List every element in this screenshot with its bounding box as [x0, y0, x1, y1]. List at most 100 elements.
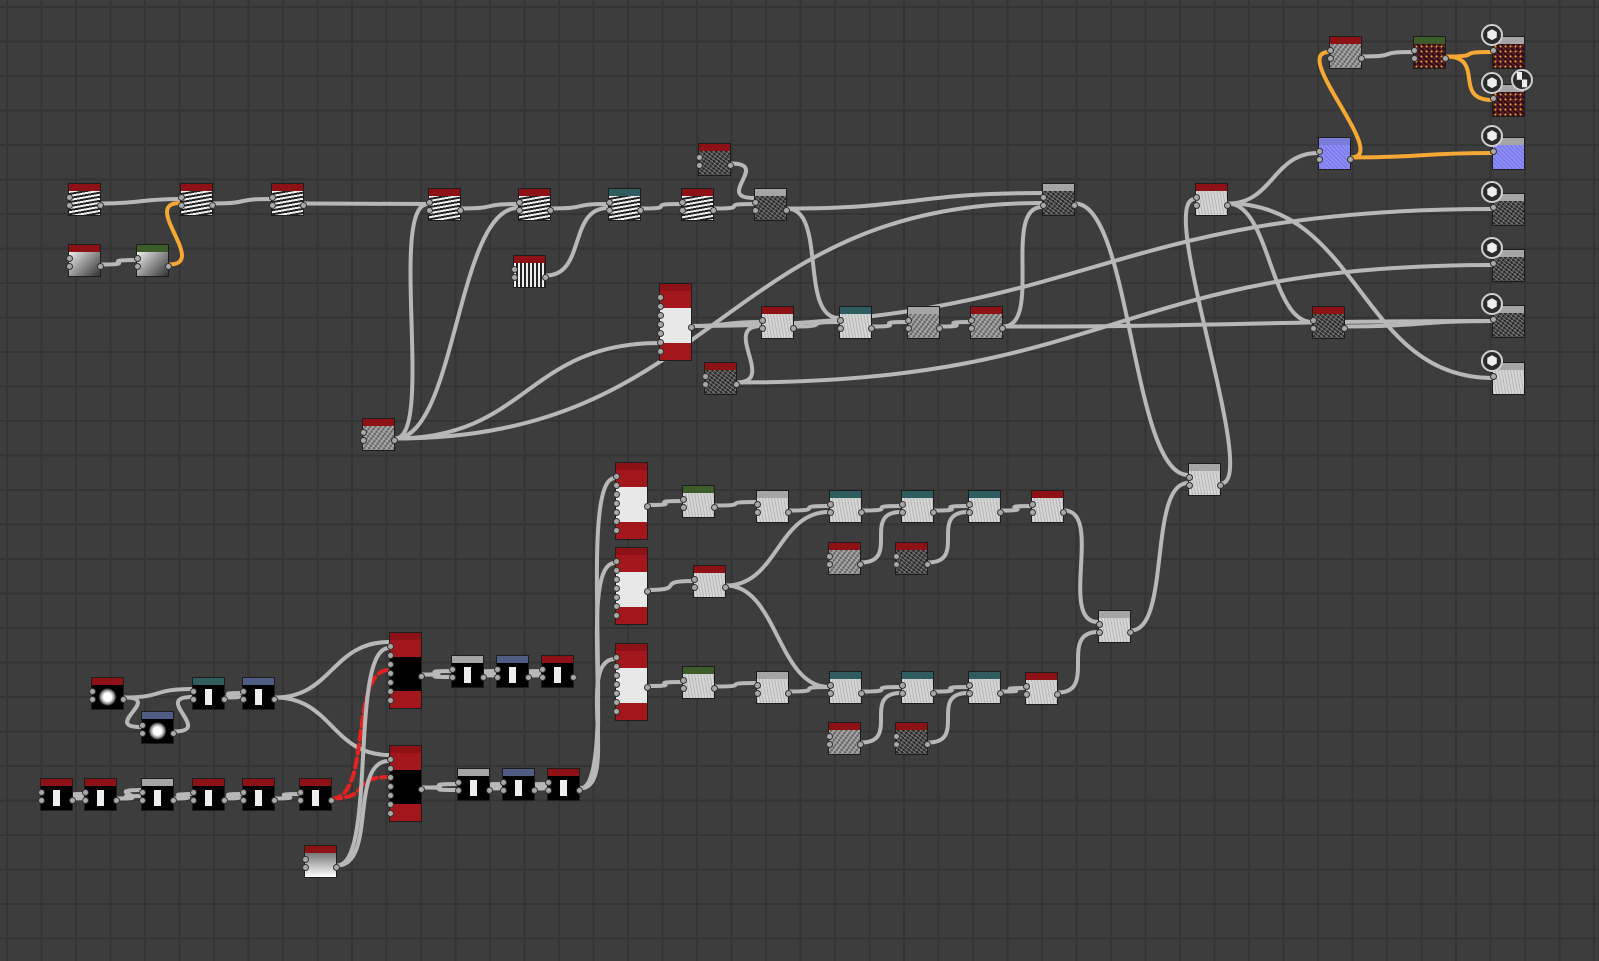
graph-node-b4[interactable]	[679, 188, 717, 221]
graph-node-e3[interactable]	[1186, 463, 1224, 496]
input-port[interactable]	[613, 585, 620, 592]
input-port[interactable]	[387, 697, 394, 704]
connection-wire[interactable]	[99, 258, 138, 267]
input-port[interactable]	[899, 682, 906, 689]
input-port[interactable]	[1490, 47, 1497, 54]
graph-node-n4[interactable]	[893, 722, 931, 755]
graph-node-h1[interactable]	[89, 677, 127, 710]
connection-wire[interactable]	[999, 504, 1033, 513]
input-port[interactable]	[759, 325, 766, 332]
input-port[interactable]	[387, 801, 394, 808]
input-port[interactable]	[1186, 474, 1193, 481]
input-port[interactable]	[905, 317, 912, 324]
input-port[interactable]	[893, 553, 900, 560]
input-port[interactable]	[893, 741, 900, 748]
output-port[interactable]	[547, 206, 554, 214]
input-port[interactable]	[606, 199, 613, 206]
input-port[interactable]	[613, 708, 620, 715]
input-port[interactable]	[1411, 47, 1418, 54]
graph-node-b2[interactable]	[516, 188, 554, 221]
input-port[interactable]	[606, 207, 613, 214]
output-port[interactable]	[727, 161, 734, 169]
input-port[interactable]	[1310, 325, 1317, 332]
input-port[interactable]	[680, 685, 687, 692]
output-port[interactable]	[733, 380, 740, 388]
output-port[interactable]	[531, 786, 538, 794]
input-port[interactable]	[387, 661, 394, 668]
input-port[interactable]	[269, 202, 276, 209]
input-port[interactable]	[190, 797, 197, 804]
input-port[interactable]	[827, 690, 834, 697]
output-port[interactable]	[930, 508, 937, 516]
graph-node-g36[interactable]	[1023, 672, 1061, 705]
output-port[interactable]	[300, 201, 307, 209]
connection-wire[interactable]	[1226, 201, 1494, 380]
input-port[interactable]	[613, 567, 620, 574]
input-port[interactable]	[545, 779, 552, 786]
graph-node-h10[interactable]	[297, 778, 335, 811]
input-port[interactable]	[139, 722, 146, 729]
graph-node-c1[interactable]	[511, 255, 549, 288]
output-port[interactable]	[221, 796, 228, 804]
connection-wire[interactable]	[646, 499, 684, 507]
connection-wire[interactable]	[870, 320, 909, 329]
output-port[interactable]	[120, 695, 127, 703]
connection-wire[interactable]	[785, 191, 1044, 211]
connection-wire[interactable]	[486, 782, 506, 791]
output-port[interactable]	[457, 206, 464, 214]
connection-wire[interactable]	[544, 206, 610, 278]
input-port[interactable]	[754, 509, 761, 516]
input-port[interactable]	[1411, 55, 1418, 62]
input-port[interactable]	[613, 672, 620, 679]
graph-node-g35[interactable]	[966, 671, 1004, 704]
input-port[interactable]	[545, 787, 552, 794]
input-port[interactable]	[613, 558, 620, 565]
output-port[interactable]	[1341, 324, 1348, 332]
input-port[interactable]	[754, 501, 761, 508]
output-port[interactable]	[924, 740, 931, 748]
connection-wire[interactable]	[639, 202, 683, 211]
input-port[interactable]	[387, 774, 394, 781]
input-port[interactable]	[1040, 194, 1047, 201]
input-port[interactable]	[1186, 482, 1193, 489]
input-port[interactable]	[38, 789, 45, 796]
input-port[interactable]	[680, 677, 687, 684]
input-port[interactable]	[387, 670, 394, 677]
output-port[interactable]	[785, 508, 792, 516]
input-port[interactable]	[613, 518, 620, 525]
input-port[interactable]	[893, 561, 900, 568]
graph-node-a3[interactable]	[269, 183, 307, 216]
output-cube-icon[interactable]: ⬢	[1481, 350, 1503, 372]
input-port[interactable]	[613, 603, 620, 610]
connection-wire[interactable]	[172, 792, 194, 801]
output-port[interactable]	[857, 560, 864, 568]
input-port[interactable]	[691, 576, 698, 583]
input-port[interactable]	[89, 688, 96, 695]
connection-wire[interactable]	[724, 583, 831, 689]
output-port[interactable]	[1054, 690, 1061, 698]
input-port[interactable]	[1327, 47, 1334, 54]
connection-wire[interactable]	[859, 691, 903, 745]
input-port[interactable]	[679, 207, 686, 214]
graph-node-c6[interactable]	[968, 306, 1006, 339]
graph-node-j4[interactable]	[455, 768, 493, 801]
connection-wire[interactable]	[525, 669, 545, 678]
graph-node-g31[interactable]	[680, 666, 718, 699]
connection-wire[interactable]	[787, 685, 831, 694]
connection-wire[interactable]	[1343, 319, 1494, 329]
connection-wire[interactable]	[480, 669, 500, 678]
input-port[interactable]	[178, 202, 185, 209]
graph-node-e2[interactable]	[1310, 306, 1348, 339]
output-cube-icon[interactable]: ⬢	[1481, 72, 1503, 94]
input-port[interactable]	[966, 690, 973, 697]
input-port[interactable]	[899, 501, 906, 508]
checker-preview-icon[interactable]: ▚	[1511, 69, 1533, 91]
input-port[interactable]	[1040, 202, 1047, 209]
connection-wire[interactable]	[578, 657, 617, 791]
input-port[interactable]	[702, 373, 709, 380]
output-node-o4[interactable]	[1490, 193, 1525, 226]
connection-wire[interactable]	[115, 794, 143, 801]
output-port[interactable]	[221, 695, 228, 703]
input-port[interactable]	[826, 561, 833, 568]
input-port[interactable]	[240, 696, 247, 703]
